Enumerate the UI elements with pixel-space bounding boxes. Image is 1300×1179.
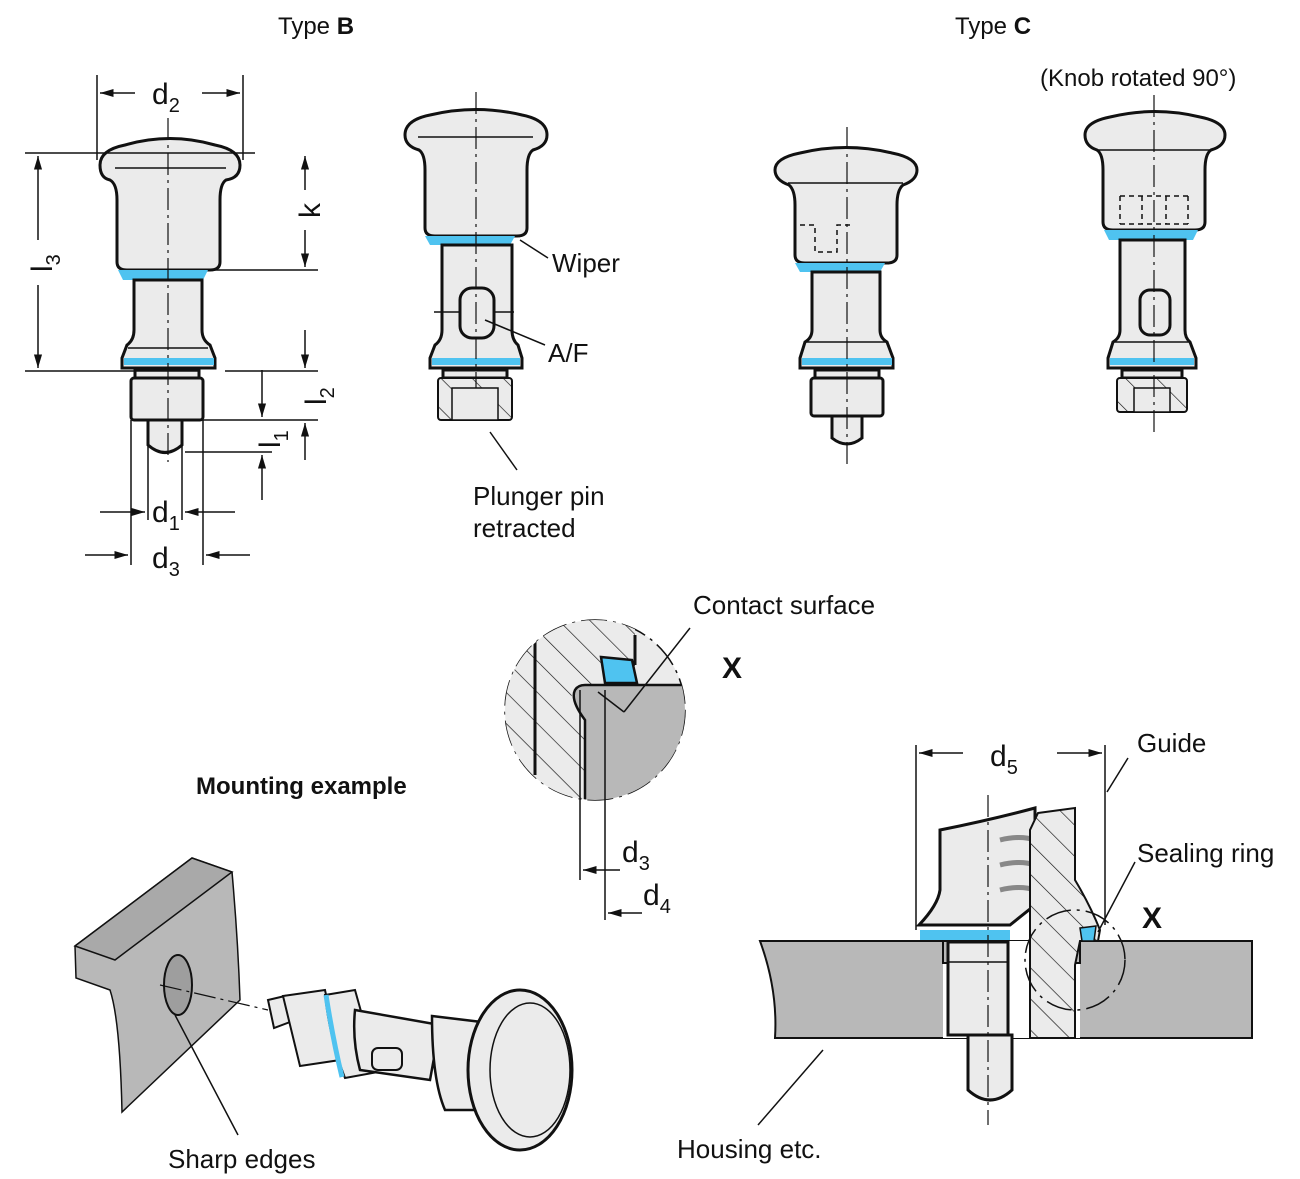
type-b-plunger-dimensioned: d2 l3 k l2 l1 d1 d3 <box>25 75 339 581</box>
detail-x-label: X <box>722 652 742 685</box>
dim-d3: d3 <box>152 542 180 581</box>
dim-d4: d4 <box>643 879 671 918</box>
dim-d2: d2 <box>152 78 180 117</box>
dim-d1: d1 <box>152 496 180 535</box>
mounting-example: Mounting example Sharp edges <box>73 773 574 1174</box>
type-b-title: Type B <box>278 13 354 40</box>
type-c-plunger-rotated <box>1083 95 1227 432</box>
detail-x-marker: X <box>1142 902 1162 935</box>
knob-rotated-note: (Knob rotated 90°) <box>1040 65 1236 92</box>
plunger-pin-label: Plunger pin <box>473 481 605 511</box>
dim-d5: d5 <box>990 740 1018 779</box>
detail-x: Contact surface X d3 d4 <box>504 590 875 920</box>
type-c-title: Type C <box>955 13 1031 40</box>
af-label: A/F <box>548 338 588 368</box>
housing-label: Housing etc. <box>677 1134 822 1164</box>
guide-label: Guide <box>1137 728 1206 758</box>
installation-section: d5 Guide Sealing ring X Housing etc. <box>677 728 1274 1164</box>
dim-k: k <box>294 202 327 218</box>
type-c-plunger <box>773 127 919 465</box>
retracted-label: retracted <box>473 513 576 543</box>
dim-l2: l2 <box>300 387 339 405</box>
mounting-example-title: Mounting example <box>196 773 407 800</box>
sealing-ring-label: Sealing ring <box>1137 838 1274 868</box>
dim-l1: l1 <box>254 430 293 448</box>
contact-surface-label: Contact surface <box>693 590 875 620</box>
wiper-label: Wiper <box>552 248 620 278</box>
dim-d3-detail: d3 <box>622 836 650 875</box>
sharp-edges-label: Sharp edges <box>168 1144 315 1174</box>
dim-l3: l3 <box>26 254 65 272</box>
type-b-plunger-retracted: Wiper A/F Plunger pin retracted <box>403 92 620 543</box>
